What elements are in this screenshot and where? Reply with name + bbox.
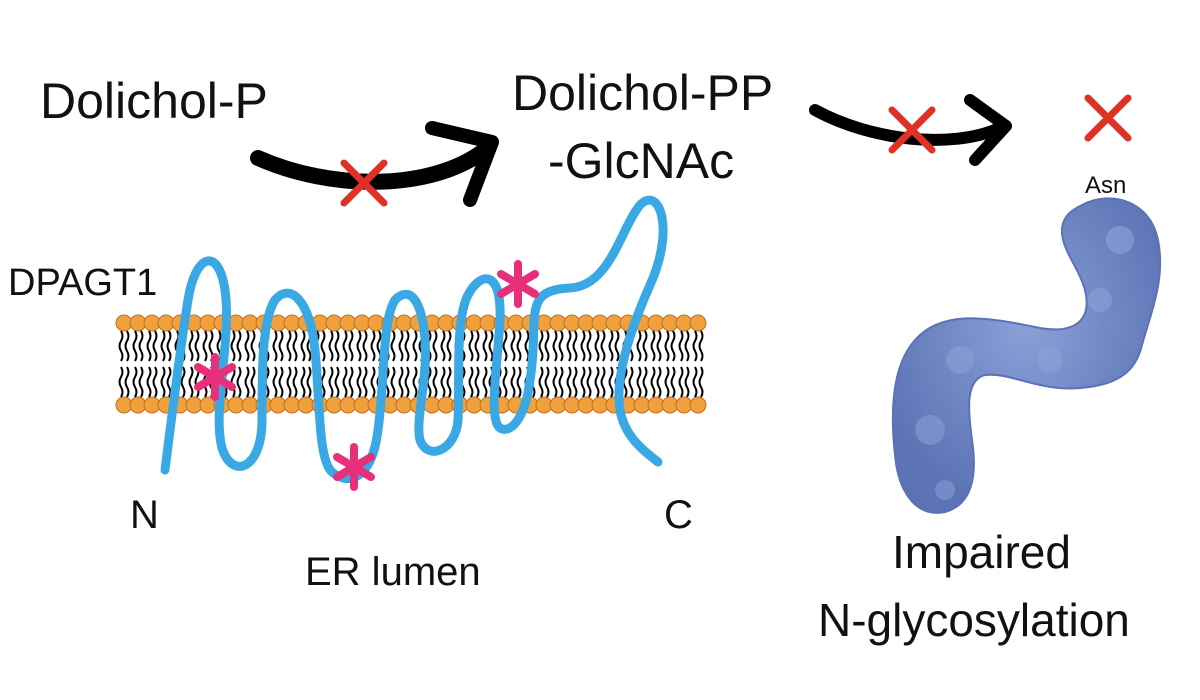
product-label-line2: -GlcNAc — [548, 133, 734, 189]
lipid-molecule — [241, 314, 259, 414]
lipid-molecule — [143, 314, 161, 414]
outcome-label-line2: N-glycosylation — [818, 594, 1130, 646]
compartment-label: ER lumen — [305, 550, 481, 594]
glycoprotein-icon — [891, 197, 1162, 514]
c-terminus-label: C — [664, 493, 693, 537]
lipid-molecule — [129, 314, 147, 414]
lipid-molecule — [269, 314, 287, 414]
n-terminus-label: N — [130, 493, 159, 537]
outcome-label-line1: Impaired — [892, 526, 1071, 578]
lipid-molecule — [661, 314, 679, 414]
dpagt1-protein-chain — [160, 195, 668, 484]
lipid-molecule — [647, 314, 665, 414]
lipid-molecule — [563, 314, 581, 414]
lipid-molecule — [577, 314, 595, 414]
lipid-molecule — [549, 314, 567, 414]
lipid-molecule — [115, 314, 133, 414]
enzyme-label: DPAGT1 — [8, 262, 157, 304]
lipid-molecule — [437, 314, 455, 414]
substrate-label: Dolichol-P — [40, 73, 268, 129]
lipid-molecule — [675, 314, 693, 414]
lipid-molecule — [339, 314, 357, 414]
lipid-molecule — [507, 314, 525, 414]
block-x-icon — [1088, 98, 1128, 138]
product-label-line1: Dolichol-PP — [512, 65, 773, 121]
lipid-molecule — [689, 314, 707, 414]
lipid-molecule — [591, 314, 609, 414]
lipid-molecule — [353, 314, 371, 414]
lipid-molecule — [465, 314, 483, 414]
lipid-molecule — [535, 314, 553, 414]
reaction-arrow-1 — [250, 121, 499, 207]
asn-residue-label: Asn — [1085, 172, 1126, 199]
mutation-star-icon — [501, 264, 535, 304]
lipid-molecule — [283, 314, 301, 414]
reaction-arrow-2 — [809, 94, 1012, 166]
lipid-molecule — [395, 314, 413, 414]
lipid-molecule — [325, 314, 343, 414]
